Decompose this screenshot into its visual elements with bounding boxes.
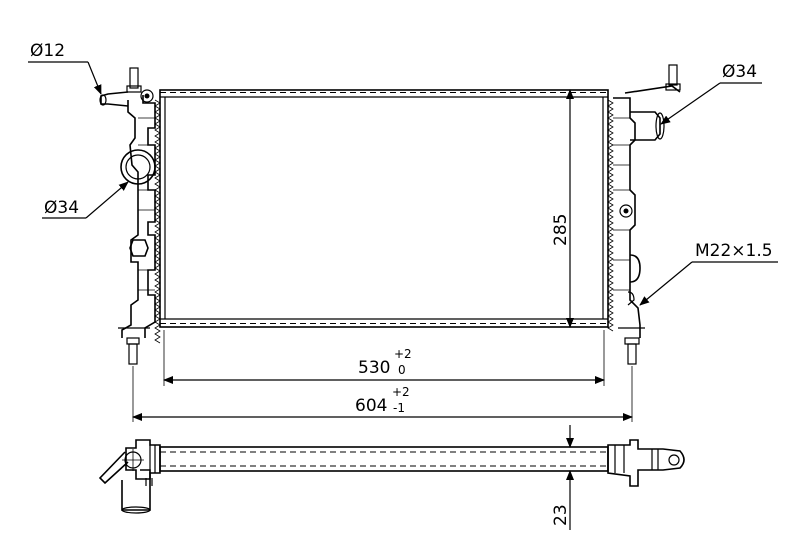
top-view <box>98 425 685 530</box>
label-thread: M22×1.5 <box>695 241 773 261</box>
front-view <box>28 61 778 422</box>
radiator-core <box>159 89 609 328</box>
left-tank <box>99 67 161 365</box>
height-dimension <box>566 89 608 328</box>
label-inlet-left-diameter: Ø34 <box>44 198 79 218</box>
label-core-width-tol-lower: 0 <box>398 363 406 377</box>
core-width-dimension <box>163 330 605 386</box>
label-total-width-tol-upper: +2 <box>392 385 410 399</box>
leader-lines <box>28 61 778 306</box>
label-total-width: 604 <box>355 396 387 416</box>
total-width-dimension <box>132 366 633 422</box>
right-tank <box>607 64 681 365</box>
label-outlet-right-diameter: Ø34 <box>722 62 757 82</box>
label-core-width: 530 <box>358 358 390 378</box>
label-core-width-tol-upper: +2 <box>394 347 412 361</box>
label-depth: 23 <box>551 504 571 526</box>
label-total-width-tol-lower: -1 <box>393 401 405 415</box>
label-height: 285 <box>551 214 571 246</box>
label-inlet-small-diameter: Ø12 <box>30 41 65 61</box>
